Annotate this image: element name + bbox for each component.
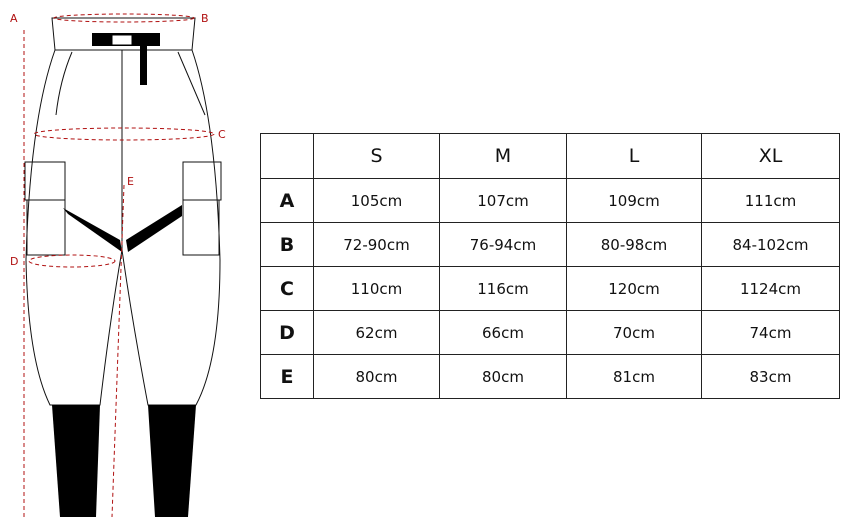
table-cell: 109cm xyxy=(566,178,702,223)
corner-cell xyxy=(260,133,314,179)
label-d: D xyxy=(10,255,19,268)
table-row: D 62cm 66cm 70cm 74cm xyxy=(260,310,840,355)
label-e: E xyxy=(127,175,134,188)
label-b: B xyxy=(201,12,209,25)
table-row: B 72-90cm 76-94cm 80-98cm 84-102cm xyxy=(260,222,840,267)
row-header: E xyxy=(260,354,314,399)
pants-diagram xyxy=(23,13,222,518)
table-cell: 107cm xyxy=(439,178,567,223)
row-header: D xyxy=(260,310,314,355)
table-cell: 72-90cm xyxy=(313,222,440,267)
label-a: A xyxy=(10,12,18,25)
table-cell: 84-102cm xyxy=(701,222,840,267)
table-cell: 111cm xyxy=(701,178,840,223)
column-header: XL xyxy=(701,133,840,179)
size-table: S M L XL A 105cm 107cm 109cm 111cm B 72-… xyxy=(260,133,840,399)
row-header: C xyxy=(260,266,314,311)
table-cell: 120cm xyxy=(566,266,702,311)
column-header: S xyxy=(313,133,440,179)
table-cell: 66cm xyxy=(439,310,567,355)
table-cell: 105cm xyxy=(313,178,440,223)
column-header: L xyxy=(566,133,702,179)
table-cell: 70cm xyxy=(566,310,702,355)
table-header-row: S M L XL xyxy=(260,133,840,179)
table-cell: 83cm xyxy=(701,354,840,399)
table-cell: 116cm xyxy=(439,266,567,311)
left-pocket xyxy=(24,161,66,201)
table-cell: 110cm xyxy=(313,266,440,311)
table-cell: 62cm xyxy=(313,310,440,355)
table-cell: 80-98cm xyxy=(566,222,702,267)
table-cell: 81cm xyxy=(566,354,702,399)
table-cell: 1124cm xyxy=(701,266,840,311)
column-header: M xyxy=(439,133,567,179)
row-header: A xyxy=(260,178,314,223)
table-row: C 110cm 116cm 120cm 1124cm xyxy=(260,266,840,311)
table-cell: 74cm xyxy=(701,310,840,355)
row-header: B xyxy=(260,222,314,267)
pants-outline xyxy=(25,49,221,406)
label-c: C xyxy=(218,128,226,141)
table-cell: 80cm xyxy=(313,354,440,399)
table-cell: 76-94cm xyxy=(439,222,567,267)
table-row: E 80cm 80cm 81cm 83cm xyxy=(260,354,840,399)
table-cell: 80cm xyxy=(439,354,567,399)
table-row: A 105cm 107cm 109cm 111cm xyxy=(260,178,840,223)
